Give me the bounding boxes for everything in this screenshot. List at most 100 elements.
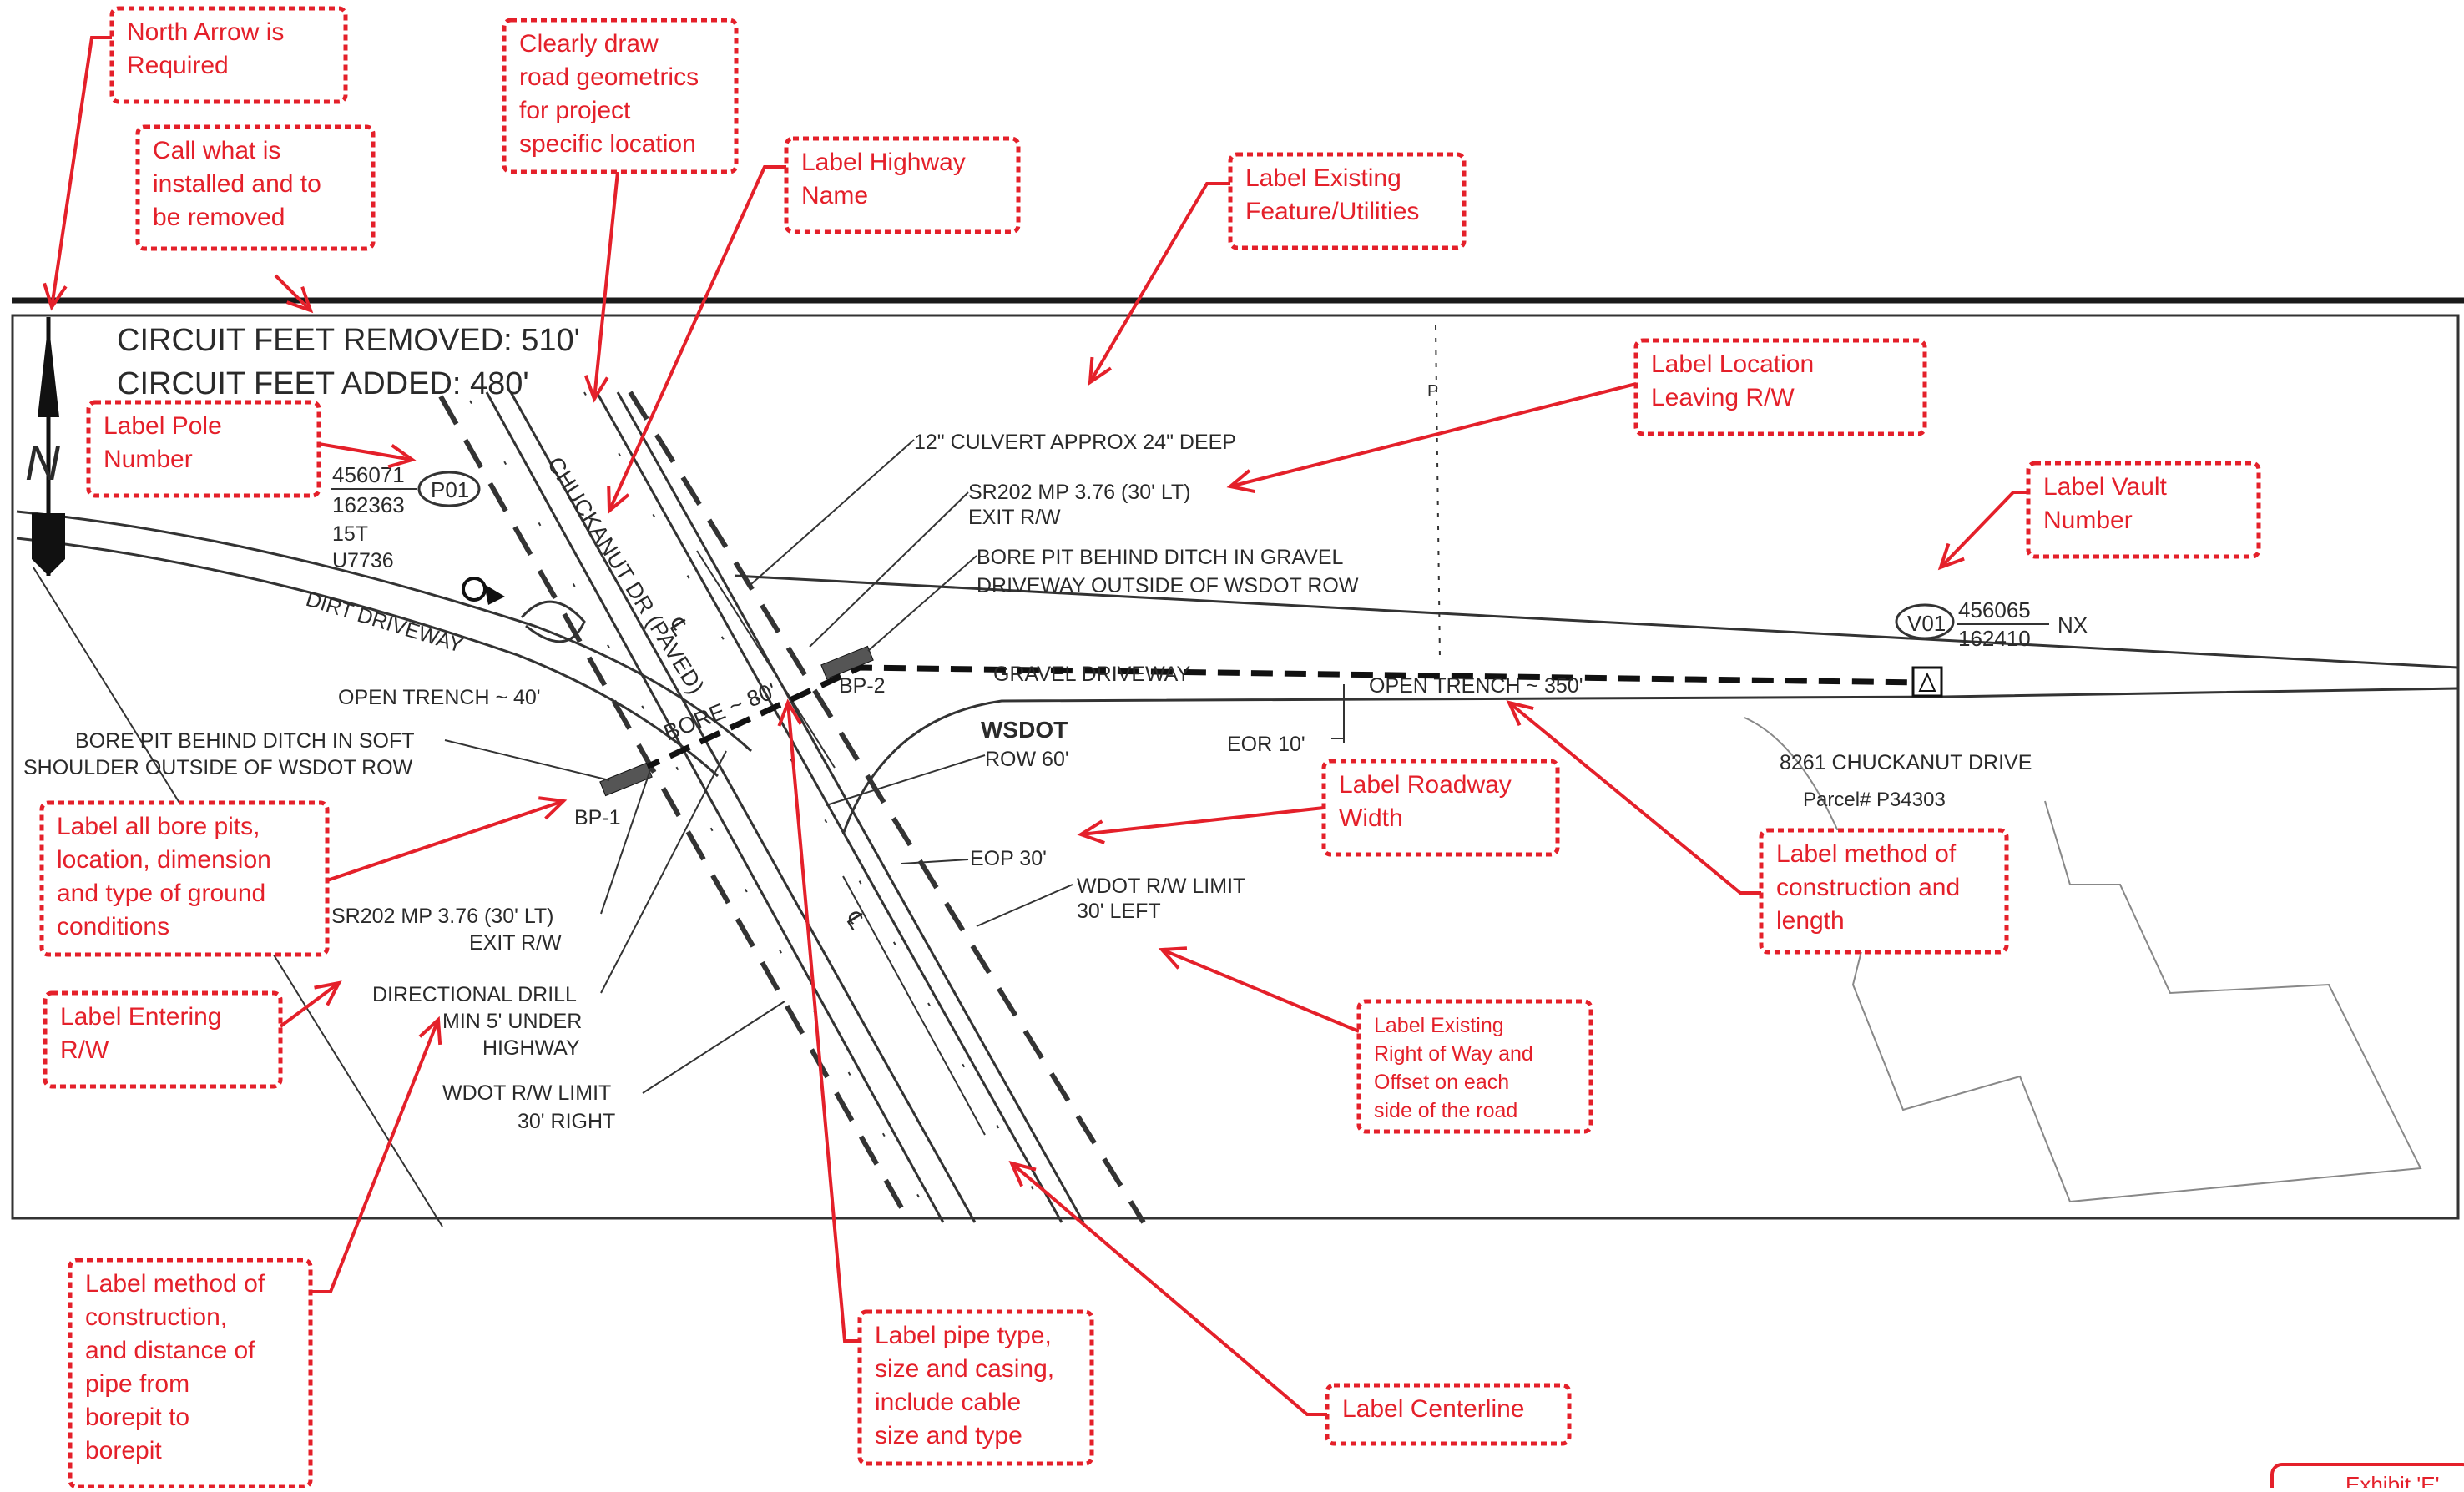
callout-leader-arrow: [1939, 491, 2028, 569]
exit-rw-low-2: EXIT R/W: [469, 931, 562, 955]
callout-leader-arrow: [786, 702, 860, 1343]
callout-centerline: Label Centerline: [1008, 1161, 1572, 1446]
callout-text-line: Label method of: [1776, 840, 1957, 868]
callout-text-line: installed and to: [153, 170, 321, 198]
callout-text-line: Label Existing: [1245, 164, 1401, 192]
callout-leader-arrow: [50, 36, 112, 308]
callout-leader-arrow: [1161, 948, 1360, 1033]
arrowhead-icon: [1937, 542, 1965, 571]
road-edge-right-2: [616, 391, 1085, 1223]
callout-method-length: Label method of construction and length: [1506, 700, 2009, 955]
callout-text-line: Label all bore pits,: [57, 813, 260, 840]
address-label: 8261 CHUCKANUT DRIVE: [1780, 751, 2032, 774]
vault-number-top: 456065: [1958, 597, 2031, 623]
plan-annotations: CIRCUIT FEET REMOVED: 510' CIRCUIT FEET …: [23, 323, 2088, 1133]
callout-text-line: size and type: [875, 1422, 1022, 1449]
drill-label-3: HIGHWAY: [482, 1036, 580, 1060]
callout-leader-arrow: [1080, 806, 1325, 836]
pole-tag: P01: [431, 477, 469, 502]
exit-rw-low-1: SR202 MP 3.76 (30' LT): [331, 905, 553, 928]
bore-pit-soft-1: BORE PIT BEHIND DITCH IN SOFT: [75, 729, 415, 753]
callout-box: [1356, 999, 1593, 1134]
open-trench-40: OPEN TRENCH ~ 40': [338, 686, 541, 709]
callout-text-line: Right of Way and: [1374, 1042, 1533, 1066]
callout-leader-arrow: [279, 981, 341, 1028]
callout-leader-arrow: [274, 274, 312, 312]
callout-text-line: location, dimension: [57, 846, 271, 874]
arrowhead-icon: [1158, 946, 1188, 970]
road-edge-left: [485, 391, 945, 1223]
overhead-line-north: [1435, 325, 1441, 660]
callout-text-line: Number: [104, 446, 193, 473]
callout-text-line: Clearly draw: [519, 30, 659, 58]
wsdot-label: WSDOT: [981, 717, 1068, 743]
callout-leader-arrow: [608, 165, 786, 512]
arrowhead-icon: [1506, 700, 1534, 727]
gravel-driveway-top: [734, 574, 2459, 669]
callout-box: [1321, 759, 1560, 857]
callout-text-line: borepit: [85, 1437, 162, 1464]
callout-box: [1228, 152, 1467, 250]
vault-suffix: NX: [2058, 612, 2088, 638]
callout-text-line: conditions: [57, 913, 169, 940]
callout-box: [109, 6, 348, 104]
arrowhead-icon: [418, 1016, 442, 1046]
line-tag-north: P: [1427, 382, 1438, 401]
callout-text-line: Leaving R/W: [1651, 384, 1795, 411]
driveways: [16, 325, 2459, 1227]
dirt-driveway-top: [16, 510, 753, 753]
wdot-left-1: WDOT R/W LIMIT: [1077, 875, 1245, 898]
circuit-added: CIRCUIT FEET ADDED: 480': [117, 366, 529, 401]
callout-text-line: length: [1776, 907, 1845, 935]
conduit-line: [608, 664, 1925, 788]
row-60-label: ROW 60': [985, 748, 1069, 771]
north-arrow-icon: N: [25, 317, 65, 576]
arrowhead-icon: [286, 286, 314, 314]
callout-text-line: Label Vault: [2043, 473, 2168, 501]
callout-text-line: Required: [127, 52, 229, 79]
arrowhead-icon: [1088, 356, 1113, 386]
callout-text-line: specific location: [519, 130, 696, 158]
callout-leader-arrow: [593, 171, 619, 400]
callout-text-line: Name: [801, 182, 868, 209]
vault-tag: V01: [1907, 611, 1946, 636]
callout-leader-arrow: [318, 442, 413, 461]
drill-label-2: MIN 5' UNDER: [442, 1010, 582, 1033]
callout-text-line: and type of ground: [57, 880, 265, 907]
callout-text-line: Feature/Utilities: [1245, 198, 1419, 225]
callout-text-line: be removed: [153, 204, 285, 231]
callout-text-line: Offset on each: [1374, 1071, 1509, 1094]
callout-box: [43, 990, 283, 1089]
callout-box: [1759, 828, 2009, 955]
callout-text-line: for project: [519, 97, 631, 124]
callout-leader-arrow: [1088, 182, 1230, 384]
callout-text-line: construction and: [1776, 874, 1960, 901]
callout-box: [784, 136, 1021, 234]
callout-text-line: Label method of: [85, 1270, 265, 1298]
circuit-removed: CIRCUIT FEET REMOVED: 510': [117, 323, 580, 358]
gravel-driveway-bottom: [841, 687, 2459, 835]
vault-number-bottom: 162410: [1958, 626, 2031, 651]
bore-pit-2: [820, 645, 874, 680]
callout-text-line: include cable: [875, 1389, 1021, 1416]
bp2-label: BP-2: [839, 674, 886, 698]
callout-box: [86, 400, 321, 498]
parcel-label: Parcel# P34303: [1803, 789, 1946, 811]
exit-rw-top-1: SR202 MP 3.76 (30' LT): [968, 481, 1190, 504]
plan-frame: [11, 314, 2460, 1220]
centerline-symbol-bottom: ℄: [840, 906, 870, 934]
pole-number-bottom: 162363: [332, 492, 405, 517]
callout-box: [68, 1258, 313, 1489]
arrowhead-icon: [1226, 469, 1255, 493]
gravel-driveway-label: GRAVEL DRIVEWAY: [993, 663, 1190, 686]
callout-box: [857, 1309, 1094, 1466]
road-edge-left-2: [509, 391, 977, 1223]
pole-tag-oval: [417, 471, 481, 507]
eop-30-label: EOP 30': [970, 847, 1047, 870]
